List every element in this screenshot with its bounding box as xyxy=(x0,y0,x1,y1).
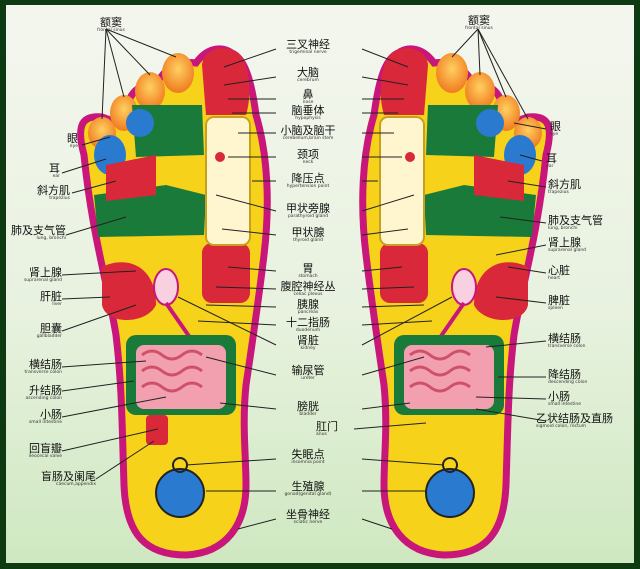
left-kidney xyxy=(153,268,179,306)
right-trapezius-zone xyxy=(474,155,524,201)
right-eye-zone xyxy=(476,109,504,137)
right-toe-2 xyxy=(436,53,468,93)
right-big-toe xyxy=(380,48,428,115)
right-neck-dot xyxy=(405,152,415,162)
left-neck-dot xyxy=(215,152,225,162)
right-small-intestine xyxy=(404,345,494,409)
right-toe-3 xyxy=(465,72,495,110)
right-intestine-coils xyxy=(409,349,471,393)
left-trapezius-zone xyxy=(106,155,156,201)
left-heel-gonad xyxy=(155,468,205,518)
left-caecum-zone xyxy=(146,415,168,445)
right-spleen-zone xyxy=(474,262,528,320)
left-big-toe xyxy=(202,48,250,115)
right-heel-gonad xyxy=(425,468,475,518)
right-stomach-zone xyxy=(380,243,428,303)
left-toe-3 xyxy=(135,72,165,110)
right-kidney xyxy=(451,268,477,306)
left-intestine-coils xyxy=(141,349,203,393)
leader-lines xyxy=(61,28,547,530)
left-eye-zone xyxy=(126,109,154,137)
left-neck-band xyxy=(205,116,251,246)
left-small-intestine xyxy=(136,345,226,409)
left-toe-2 xyxy=(162,53,194,93)
foot-diagram xyxy=(61,28,553,559)
left-foot xyxy=(77,45,271,559)
left-liver-zone xyxy=(102,262,156,320)
right-neck-band xyxy=(379,116,425,246)
left-stomach-zone xyxy=(202,243,250,303)
right-foot xyxy=(359,45,553,559)
